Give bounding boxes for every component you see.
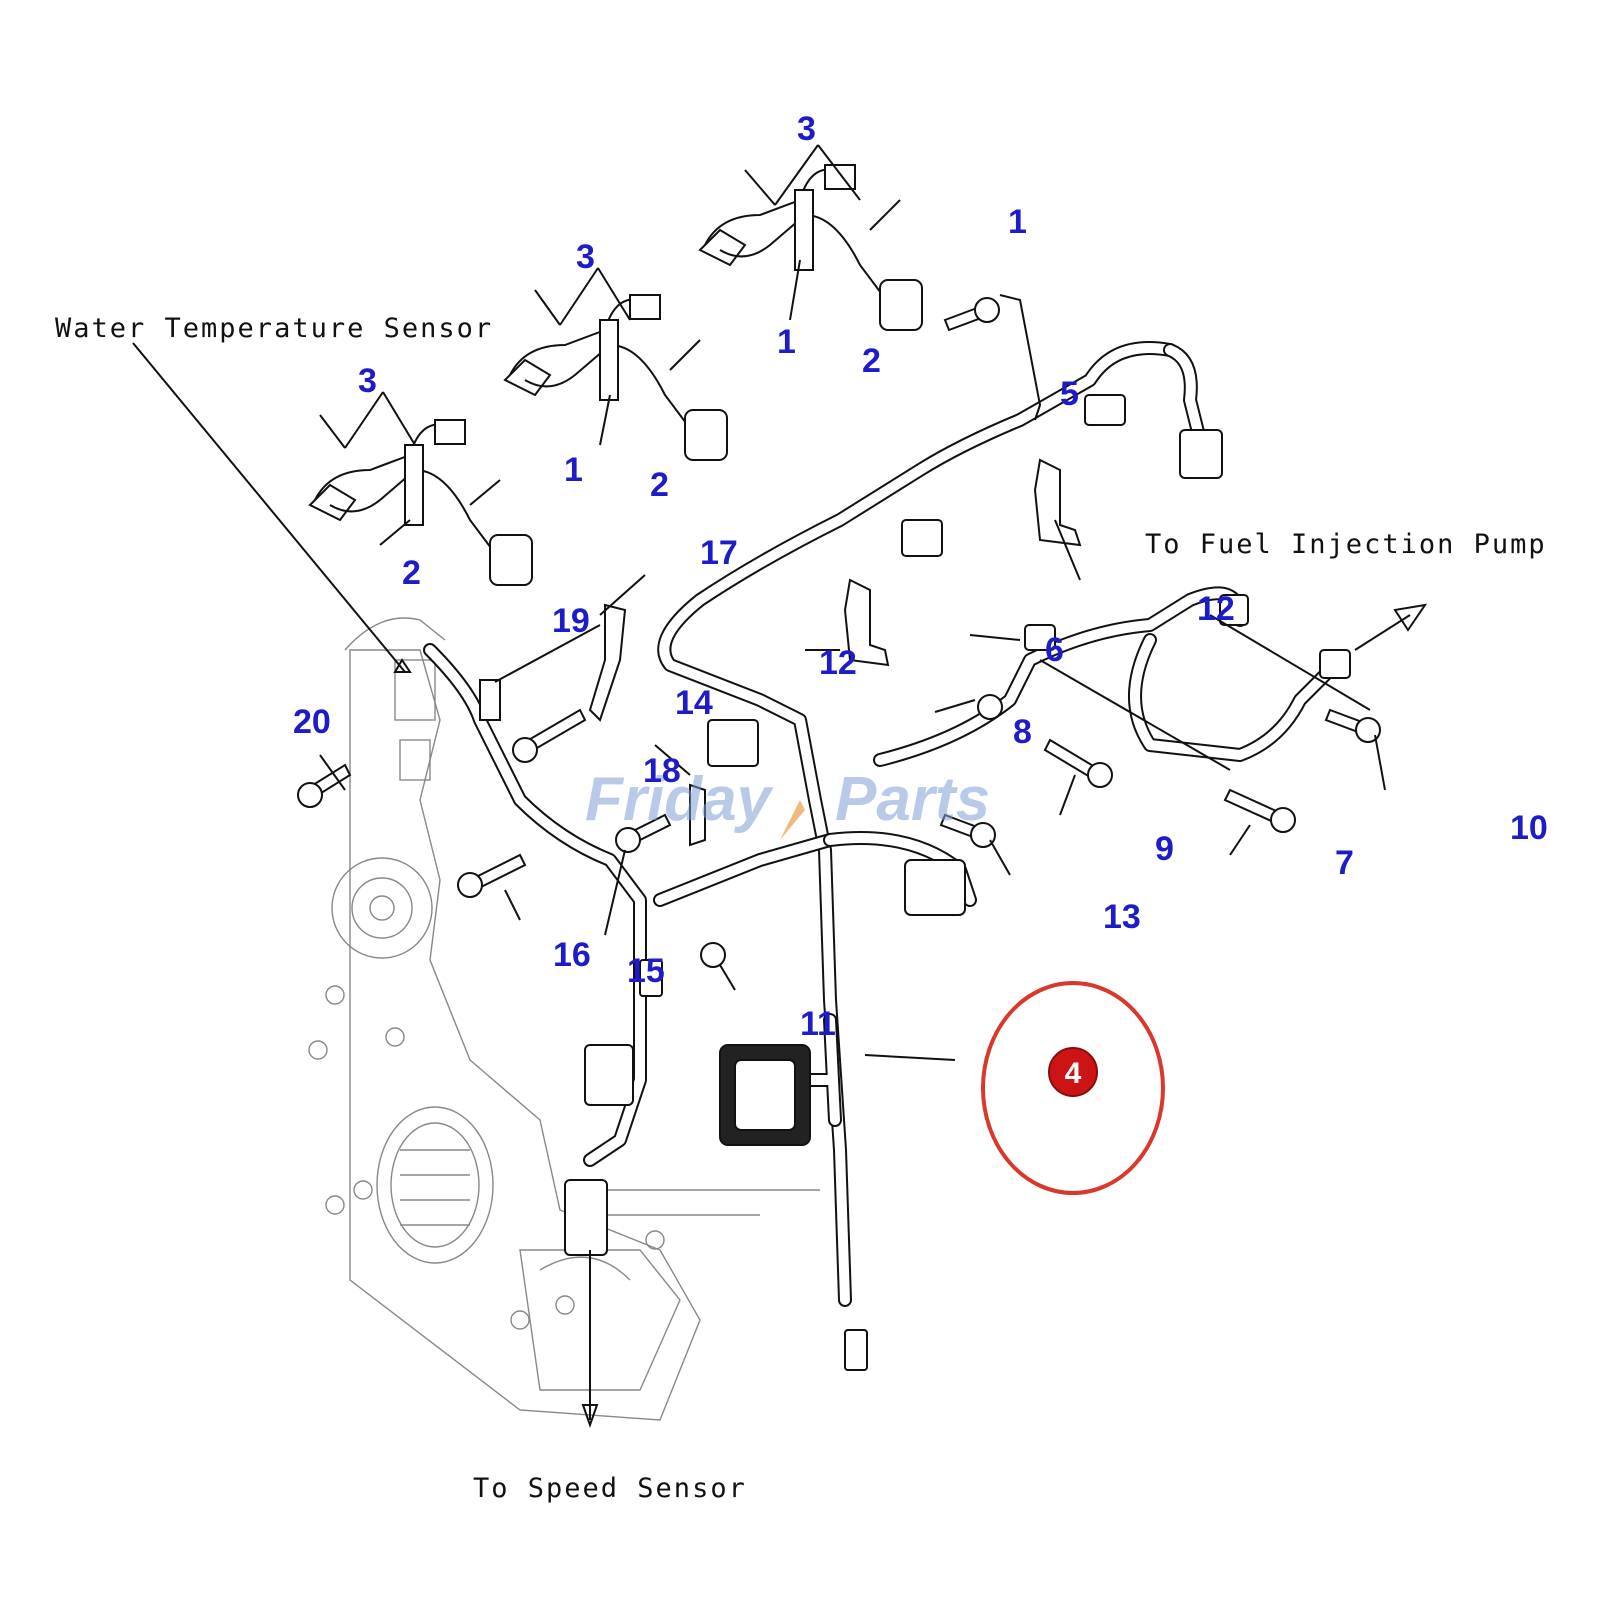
label-water-temperature-sensor: Water Temperature Sensor <box>55 313 493 344</box>
label-to-fuel-injection-pump: To Fuel Injection Pump <box>1145 529 1547 560</box>
bolts <box>297 297 1381 968</box>
callout-13: 13 <box>1103 898 1141 936</box>
highlight-ring <box>981 981 1165 1195</box>
injector-harness-group-3 <box>698 164 923 331</box>
highlight-marker: 4 <box>981 981 1165 1195</box>
callout-5: 5 <box>1060 375 1079 413</box>
callout-11: 11 <box>800 1005 836 1043</box>
injector-harness-group-2 <box>503 294 728 461</box>
callout-17: 17 <box>700 534 738 572</box>
part-badge-number: 4 <box>1065 1057 1082 1090</box>
callout-12: 12 <box>819 644 857 682</box>
label-to-speed-sensor: To Speed Sensor <box>473 1473 747 1504</box>
injector-harness-group-1 <box>308 419 533 586</box>
callout-14: 14 <box>675 684 713 722</box>
callout-2: 2 <box>650 466 669 504</box>
callout-9: 9 <box>1155 830 1174 868</box>
engine-block <box>308 617 820 1421</box>
callout-8: 8 <box>1013 713 1032 751</box>
callout-1: 1 <box>1008 203 1027 241</box>
callout-12: 12 <box>1197 590 1235 628</box>
callout-10: 10 <box>1510 809 1548 847</box>
callout-18: 18 <box>643 752 681 790</box>
callout-3: 3 <box>797 110 816 148</box>
callout-3: 3 <box>576 238 595 276</box>
callout-16: 16 <box>553 936 591 974</box>
watermark-text-a: Friday <box>585 765 775 834</box>
callout-3: 3 <box>358 362 377 400</box>
callout-1: 1 <box>777 323 796 361</box>
part-badge <box>1048 1047 1098 1097</box>
callout-7: 7 <box>1335 844 1354 882</box>
callout-1: 1 <box>564 451 583 489</box>
callout-6: 6 <box>1045 631 1064 669</box>
callout-20: 20 <box>293 703 331 741</box>
callout-2: 2 <box>402 554 421 592</box>
callout-15: 15 <box>627 952 665 990</box>
watermark: Friday Parts <box>585 765 990 840</box>
leader-lines <box>132 144 1428 1429</box>
callout-numbers: 3 1 3 1 2 3 1 2 2 5 17 19 12 6 12 14 20 … <box>293 110 1548 1043</box>
watermark-text-b: Parts <box>835 765 990 834</box>
callout-2: 2 <box>862 342 881 380</box>
brackets <box>479 458 1082 847</box>
callout-19: 19 <box>552 602 590 640</box>
connectors <box>564 394 1351 1371</box>
